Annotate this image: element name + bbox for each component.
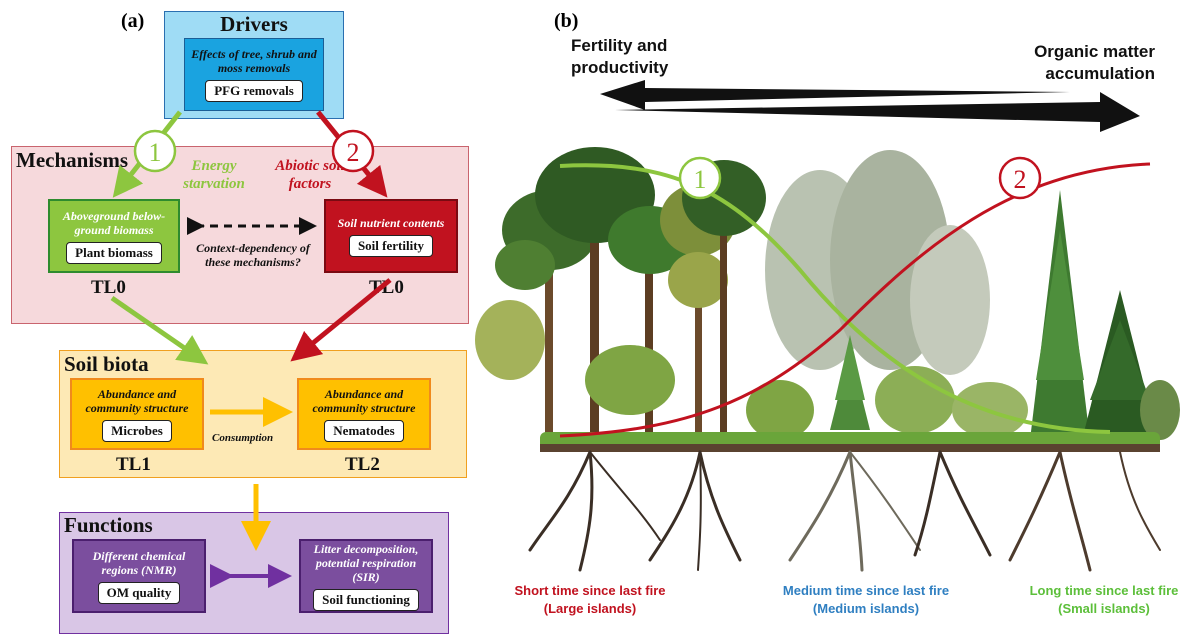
soil-nutrient-box: Soil nutrient contents Soil fertility [324, 199, 458, 273]
long-time-line2: (Small islands) [1058, 601, 1150, 616]
panel-b-scene: 1 2 [475, 80, 1180, 572]
long-time-label: Long time since last fire (Small islands… [1014, 582, 1194, 618]
tl0-left: TL0 [91, 277, 126, 298]
soil-nutrient-subtitle: Soil nutrient contents [337, 215, 445, 230]
nematodes-pill: Nematodes [324, 419, 404, 442]
context-dependency-text: Context-dependency of these mechanisms? [196, 241, 310, 269]
chemical-subtitle: Different chemical regions (NMR) [92, 548, 186, 577]
circle-1-a-text: 1 [149, 138, 162, 167]
circle-2-b-text: 2 [1014, 165, 1027, 194]
om-quality-pill: OM quality [97, 581, 181, 604]
microbes-box: Abundance and community structure Microb… [70, 378, 204, 450]
mechanisms-title: Mechanisms [16, 148, 128, 172]
medium-time-label: Medium time since last fire (Medium isla… [766, 582, 966, 618]
forest-left [475, 147, 766, 440]
nematodes-subtitle: Abundance and community structure [312, 386, 416, 415]
fertility-label: Fertility and productivity [571, 36, 669, 77]
organic-arrow [615, 92, 1140, 132]
chemical-box: Different chemical regions (NMR) OM qual… [72, 539, 206, 613]
drivers-subtitle: Effects of tree, shrub and moss removals [191, 47, 317, 75]
soil-functioning-pill: Soil functioning [313, 588, 419, 611]
aboveground-box: Aboveground below-ground biomass Plant b… [48, 199, 180, 273]
circle-1-b-text: 1 [694, 165, 707, 194]
circle-1-b [678, 156, 722, 200]
short-time-line1: Short time since last fire [514, 583, 666, 598]
tl2-label: TL2 [345, 454, 380, 475]
circle-2-a [331, 129, 375, 173]
short-time-label: Short time since last fire (Large island… [500, 582, 680, 618]
circle-2-a-text: 2 [347, 138, 360, 167]
medium-time-line2: (Medium islands) [812, 601, 920, 616]
litter-subtitle: Litter decomposition, potential respirat… [313, 541, 419, 584]
circle-2-b [998, 156, 1042, 200]
roots [528, 450, 1161, 572]
forest-right [1030, 190, 1180, 440]
short-time-line2: (Large islands) [543, 601, 637, 616]
medium-time-line1: Medium time since last fire [782, 583, 950, 598]
circle-1-a [133, 129, 177, 173]
arrow-soil-to-biota [290, 278, 392, 362]
plant-biomass-pill: Plant biomass [66, 241, 162, 264]
energy-starvation-label: Energy starvation [183, 158, 245, 192]
functions-title: Functions [64, 513, 153, 537]
long-time-line1: Long time since last fire [1029, 583, 1179, 598]
abiotic-soil-label: Abiotic soil factors [275, 158, 345, 192]
drivers-title: Drivers [220, 12, 288, 36]
forest-middle [746, 150, 1028, 440]
fertility-arrow [600, 80, 1070, 110]
microbes-subtitle: Abundance and community structure [85, 386, 189, 415]
pfg-removals-pill: PFG removals [205, 80, 303, 102]
panel-a-arrows: 1 2 [110, 110, 392, 588]
soil-fertility-pill: Soil fertility [348, 234, 434, 257]
organic-matter-label: Organic matter accumulation [1034, 42, 1155, 83]
soil-biota-title: Soil biota [64, 352, 149, 376]
microbes-pill: Microbes [102, 419, 172, 442]
nematodes-box: Abundance and community structure Nemato… [297, 378, 431, 450]
drivers-box: Effects of tree, shrub and moss removals… [184, 38, 324, 111]
consumption-label: Consumption [212, 432, 274, 444]
curve-1-green [559, 163, 1111, 434]
panel-b-label: (b) [554, 10, 579, 32]
litter-box: Litter decomposition, potential respirat… [299, 539, 433, 613]
aboveground-subtitle: Aboveground below-ground biomass [62, 208, 166, 237]
arrow-aboveground-to-biota [110, 295, 209, 365]
panel-a-label: (a) [121, 10, 145, 32]
tl1-label: TL1 [116, 454, 151, 475]
